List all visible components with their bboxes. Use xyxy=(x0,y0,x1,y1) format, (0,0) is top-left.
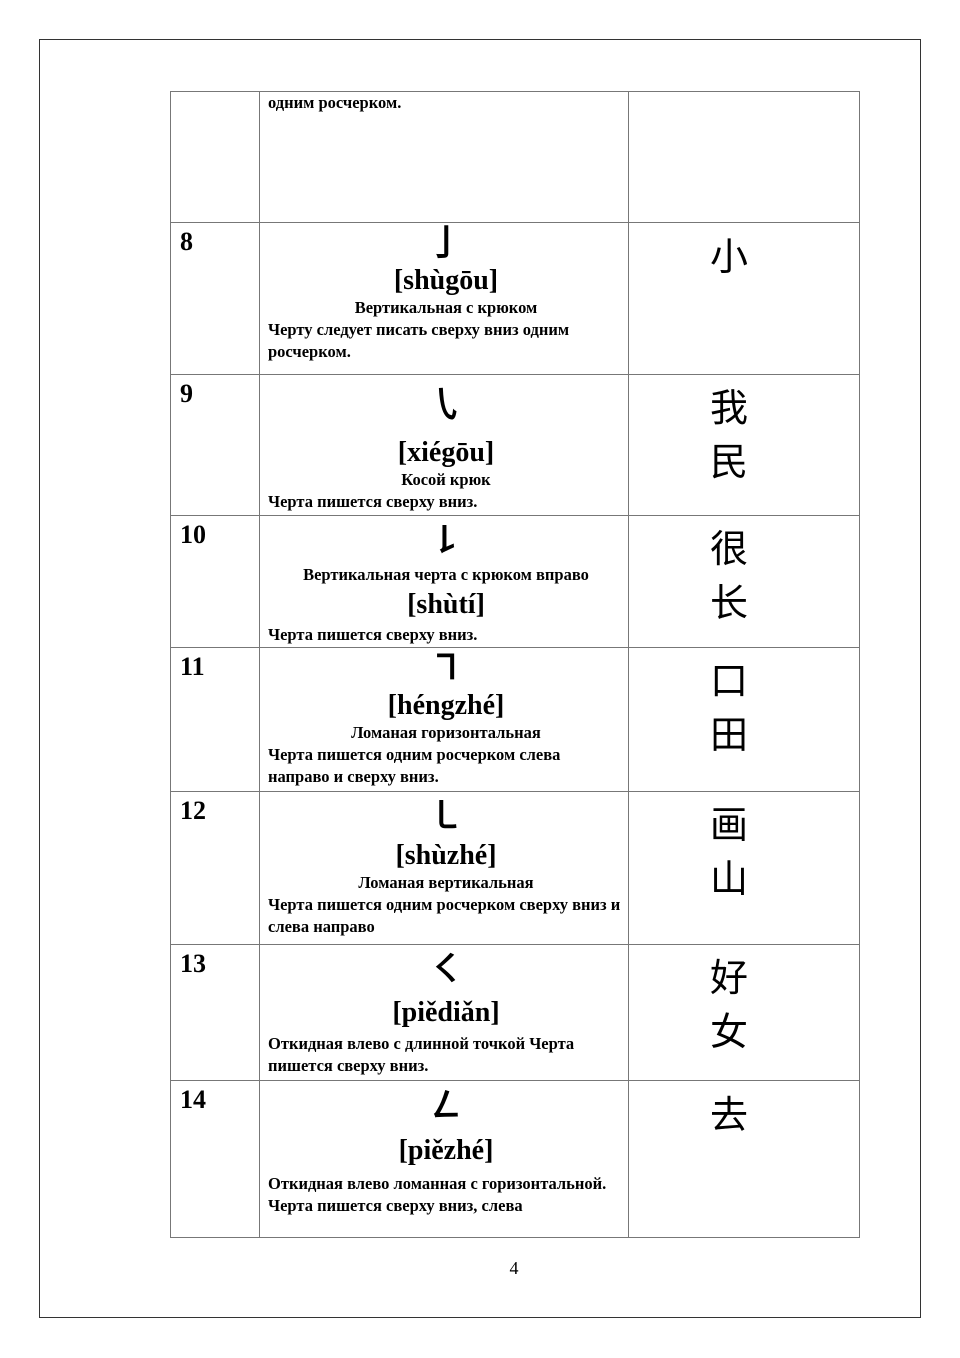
table-row: 14 ㇜ [piězhé] Откидная влево ломанная с … xyxy=(170,1080,860,1238)
example-character: 口 xyxy=(709,659,748,703)
table-row-continuation: одним росчерком. xyxy=(170,91,860,223)
example-character: 山 xyxy=(709,857,748,901)
example-character: 很 xyxy=(709,527,748,571)
row-number: 9 xyxy=(170,374,260,516)
row-examples-cell: 好 女 xyxy=(628,944,860,1081)
stroke-pinyin: [piězhé] xyxy=(398,1135,494,1166)
stroke-pinyin: [xiégōu] xyxy=(397,437,495,468)
stroke-name: Ломаная вертикальная xyxy=(358,873,534,892)
example-character: 好 xyxy=(709,956,748,1000)
table-row: 13 ㇛ [piědiǎn] Откидная влево с длинной … xyxy=(170,944,860,1081)
example-character: 去 xyxy=(709,1093,748,1137)
stroke-name: Вертикальная черта с крюком вправо xyxy=(303,565,589,584)
row-number: 10 xyxy=(170,515,260,648)
row-number-cell xyxy=(170,91,260,223)
example-character: 画 xyxy=(709,803,748,847)
row-description-cell: ㇄ [shùzhé] Ломаная вертикальная Черта пи… xyxy=(259,791,629,945)
row-description-cell: одним росчерком. xyxy=(259,91,629,223)
stroke-glyph-icon: 亅 xyxy=(427,223,464,265)
stroke-writing-note: Черту следует писать сверху вниз одним р… xyxy=(268,320,570,361)
page-frame xyxy=(39,39,921,1318)
table-row: 8 亅 [shùgōu] Вертикальная с крюком Черту… xyxy=(170,222,860,375)
row-description-cell: ㇜ [piězhé] Откидная влево ломанная с гор… xyxy=(259,1080,629,1238)
row-number: 11 xyxy=(170,647,260,792)
stroke-glyph-icon: ㇜ xyxy=(427,1085,464,1126)
stroke-glyph-icon: ㇛ xyxy=(427,949,464,990)
table-row: 10 ㇙ Вертикальная черта с крюком вправо … xyxy=(170,515,860,648)
stroke-glyph-icon: ㇂ xyxy=(427,385,464,426)
example-character: 长 xyxy=(709,581,748,625)
row-number: 14 xyxy=(170,1080,260,1238)
example-character: 小 xyxy=(709,235,748,279)
table-row: 11 ㇕ [héngzhé] Ломаная горизонтальная Че… xyxy=(170,647,860,792)
stroke-pinyin: [shùgōu] xyxy=(393,265,499,296)
stroke-pinyin: [shùtí] xyxy=(407,589,485,620)
stroke-pinyin: [shùzhé] xyxy=(395,840,497,871)
stroke-pinyin: [piědiǎn] xyxy=(392,997,500,1028)
stroke-writing-note: одним росчерком. xyxy=(268,93,402,112)
stroke-writing-note: Черта пишется сверху вниз. xyxy=(268,492,478,511)
row-examples-cell: 画 山 xyxy=(628,791,860,945)
example-character: 田 xyxy=(709,713,748,757)
row-examples-cell: 很 长 xyxy=(628,515,860,648)
row-description-cell: ㇛ [piědiǎn] Откидная влево с длинной точ… xyxy=(259,944,629,1081)
row-examples-cell xyxy=(628,91,860,223)
stroke-writing-note: Черта пишется сверху вниз. xyxy=(268,625,478,644)
row-examples-cell: 小 xyxy=(628,222,860,375)
example-character: 女 xyxy=(709,1010,748,1054)
example-character: 民 xyxy=(709,440,748,484)
row-description-cell: ㇂ [xiégōu] Косой крюк Черта пишется свер… xyxy=(259,374,629,516)
row-number: 12 xyxy=(170,791,260,945)
stroke-writing-note: Откидная влево ломанная с горизонтальной… xyxy=(268,1174,607,1215)
row-number: 8 xyxy=(170,222,260,375)
table-row: 9 ㇂ [xiégōu] Косой крюк Черта пишется св… xyxy=(170,374,860,516)
stroke-name: Вертикальная с крюком xyxy=(354,298,538,317)
row-description-cell: ㇕ [héngzhé] Ломаная горизонтальная Черта… xyxy=(259,647,629,792)
row-description-cell: ㇙ Вертикальная черта с крюком вправо [sh… xyxy=(259,515,629,648)
stroke-name: Ломаная горизонтальная xyxy=(351,723,541,742)
row-examples-cell: 口 田 xyxy=(628,647,860,792)
stroke-writing-note: Откидная влево с длинной точкой Черта пи… xyxy=(268,1034,575,1075)
stroke-writing-note: Черта пишется одним росчерком сверху вни… xyxy=(268,895,621,936)
row-number: 13 xyxy=(170,944,260,1081)
stroke-glyph-icon: ㇙ xyxy=(427,520,464,561)
row-examples-cell: 我 民 xyxy=(628,374,860,516)
example-character: 我 xyxy=(709,386,748,430)
stroke-glyph-icon: ㇕ xyxy=(427,648,464,690)
strokes-table: одним росчерком. 8 亅 [shùgōu] Вертикальн… xyxy=(170,91,860,1238)
stroke-glyph-icon: ㇄ xyxy=(427,796,464,837)
stroke-writing-note: Черта пишется одним росчерком слева напр… xyxy=(268,745,561,786)
stroke-pinyin: [héngzhé] xyxy=(387,690,505,721)
row-description-cell: 亅 [shùgōu] Вертикальная с крюком Черту с… xyxy=(259,222,629,375)
table-row: 12 ㇄ [shùzhé] Ломаная вертикальная Черта… xyxy=(170,791,860,945)
stroke-name: Косой крюк xyxy=(401,470,491,489)
page-number: 4 xyxy=(509,1258,519,1278)
row-examples-cell: 去 xyxy=(628,1080,860,1238)
